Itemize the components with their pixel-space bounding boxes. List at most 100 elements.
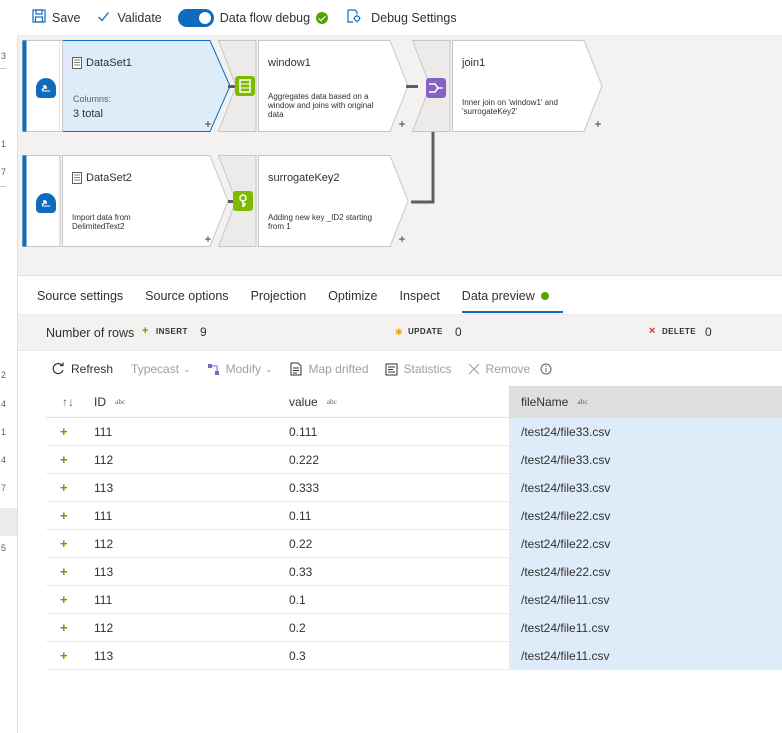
remove-button[interactable]: Remove [468,362,530,376]
column-header-label: ID [94,394,106,409]
add-transform-button[interactable]: + [204,117,212,131]
table-row[interactable]: + 112 0.2 /test24/file11.csv [46,614,782,642]
refresh-button[interactable]: Refresh [51,362,113,376]
join-icon [426,78,446,98]
left-gutter: 3 1 7 2 4 1 4 7 5 [0,36,18,733]
cell-id: 112 [94,452,114,467]
checkmark-icon [97,10,110,26]
add-transform-button[interactable]: + [594,117,602,131]
node-dataset1[interactable]: DataSet1 Columns: 3 total + [22,40,232,132]
gutter-selected-row[interactable] [0,508,17,536]
gutter-label: 4 [0,399,6,409]
window-icon [235,76,255,96]
tab-projection[interactable]: Projection [250,289,307,303]
cell-value: 0.333 [289,480,320,495]
debug-toggle[interactable]: Data flow debug [177,0,329,36]
typecast-button[interactable]: Typecast ⌄ [131,362,191,376]
gutter-label: 1 [0,139,6,149]
modify-label: Modify [225,362,261,376]
delete-tag: DELETE [662,327,696,336]
gutter-label: 5 [0,543,6,553]
node-dataset2[interactable]: DataSet2 Import data from DelimitedText2… [22,155,232,247]
tab-label: Data preview [461,289,535,303]
node-desc: Columns: [73,94,112,104]
table-row[interactable]: + 111 0.111 /test24/file33.csv [46,418,782,446]
tab-inspect[interactable]: Inspect [399,289,440,303]
table-row[interactable]: + 111 0.11 /test24/file22.csv [46,502,782,530]
cell-value: 0.111 [289,424,318,439]
node-surrogatekey2[interactable]: surrogateKey2 Adding new key _ID2 starti… [217,155,418,247]
add-transform-button[interactable]: + [398,232,406,246]
type-abc-icon: abc [577,397,588,406]
table-row[interactable]: + 113 0.3 /test24/file11.csv [46,642,782,670]
insert-marker-icon: + [60,480,68,495]
insert-marker-icon: + [60,648,68,663]
debug-settings-button[interactable]: Debug Settings [346,0,457,36]
dataflow-canvas[interactable]: DataSet1 Columns: 3 total + window1 Aggr… [18,36,782,276]
info-icon[interactable] [540,363,552,375]
insert-icon: + [142,325,149,337]
gutter-label: 3 [0,51,6,61]
sort-icon[interactable]: ↑↓ [62,394,74,409]
node-columns-count: 3 total [73,108,103,120]
dataset-small-icon [72,172,82,187]
statistics-label: Statistics [403,362,452,376]
cell-value: 0.1 [289,592,306,607]
cell-id: 113 [94,480,114,495]
gutter-divider [0,186,6,187]
save-button[interactable]: Save [32,0,81,36]
gutter-label: 7 [0,483,6,493]
dataset-small-icon [72,57,82,72]
cell-id: 111 [94,508,113,523]
insert-marker-icon: + [60,592,68,607]
statistics-button[interactable]: Statistics [385,362,452,376]
tab-data-preview[interactable]: Data preview [461,278,563,314]
cell-filename: /test24/file22.csv [509,530,782,557]
delete-icon: × [649,325,656,337]
node-join1[interactable]: join1 Inner join on 'window1' and 'surro… [411,40,612,132]
cell-id: 113 [94,564,114,579]
map-drifted-button[interactable]: Map drifted [289,362,369,376]
chevron-down-icon: ⌄ [183,363,191,374]
type-abc-icon: abc [326,397,338,406]
add-transform-button[interactable]: + [398,117,406,131]
tab-source-settings[interactable]: Source settings [37,289,124,303]
table-row[interactable]: + 111 0.1 /test24/file11.csv [46,586,782,614]
tab-source-options[interactable]: Source options [145,289,229,303]
tab-optimize[interactable]: Optimize [328,289,378,303]
validate-button[interactable]: Validate [97,0,162,36]
cell-value: 0.22 [289,536,313,551]
table-row[interactable]: + 112 0.22 /test24/file22.csv [46,530,782,558]
add-transform-button[interactable]: + [204,232,212,246]
modify-button[interactable]: Modify ⌄ [207,362,273,376]
row-count-label: Number of rows [46,326,135,340]
type-abc-icon: abc [115,397,126,406]
cell-filename: /test24/file33.csv [509,474,782,501]
column-header-id[interactable]: ID abc [94,386,125,417]
column-header-value[interactable]: value abc [289,386,337,417]
node-desc: Adding new key _ID2 starting from 1 [268,213,373,231]
gutter-label: 7 [0,167,6,177]
gutter-label: 1 [0,427,6,437]
chevron-down-icon: ⌄ [264,363,273,374]
update-count: 0 [455,325,462,339]
debug-toggle-switch[interactable] [177,8,214,27]
gutter-divider [0,68,6,69]
insert-marker-icon: + [60,536,68,551]
node-window1[interactable]: window1 Aggregates data based on a windo… [217,40,418,132]
cell-filename: /test24/file22.csv [509,558,782,585]
column-header-filename[interactable]: fileName abc [509,386,782,417]
table-row[interactable]: + 113 0.333 /test24/file33.csv [46,474,782,502]
table-row[interactable]: + 112 0.222 /test24/file33.csv [46,446,782,474]
settings-tabs: Source settings Source options Projectio… [18,278,782,314]
debug-settings-label: Debug Settings [371,10,457,25]
statistics-icon [385,363,398,376]
node-title: DataSet2 [86,172,132,184]
typecast-label: Typecast [131,362,180,376]
table-row[interactable]: + 113 0.33 /test24/file22.csv [46,558,782,586]
cell-value: 0.11 [289,508,312,523]
cell-filename: /test24/file33.csv [509,446,782,473]
insert-tag: INSERT [156,327,188,336]
validate-label: Validate [117,10,162,25]
node-desc: Import data from DelimitedText2 [72,213,131,231]
